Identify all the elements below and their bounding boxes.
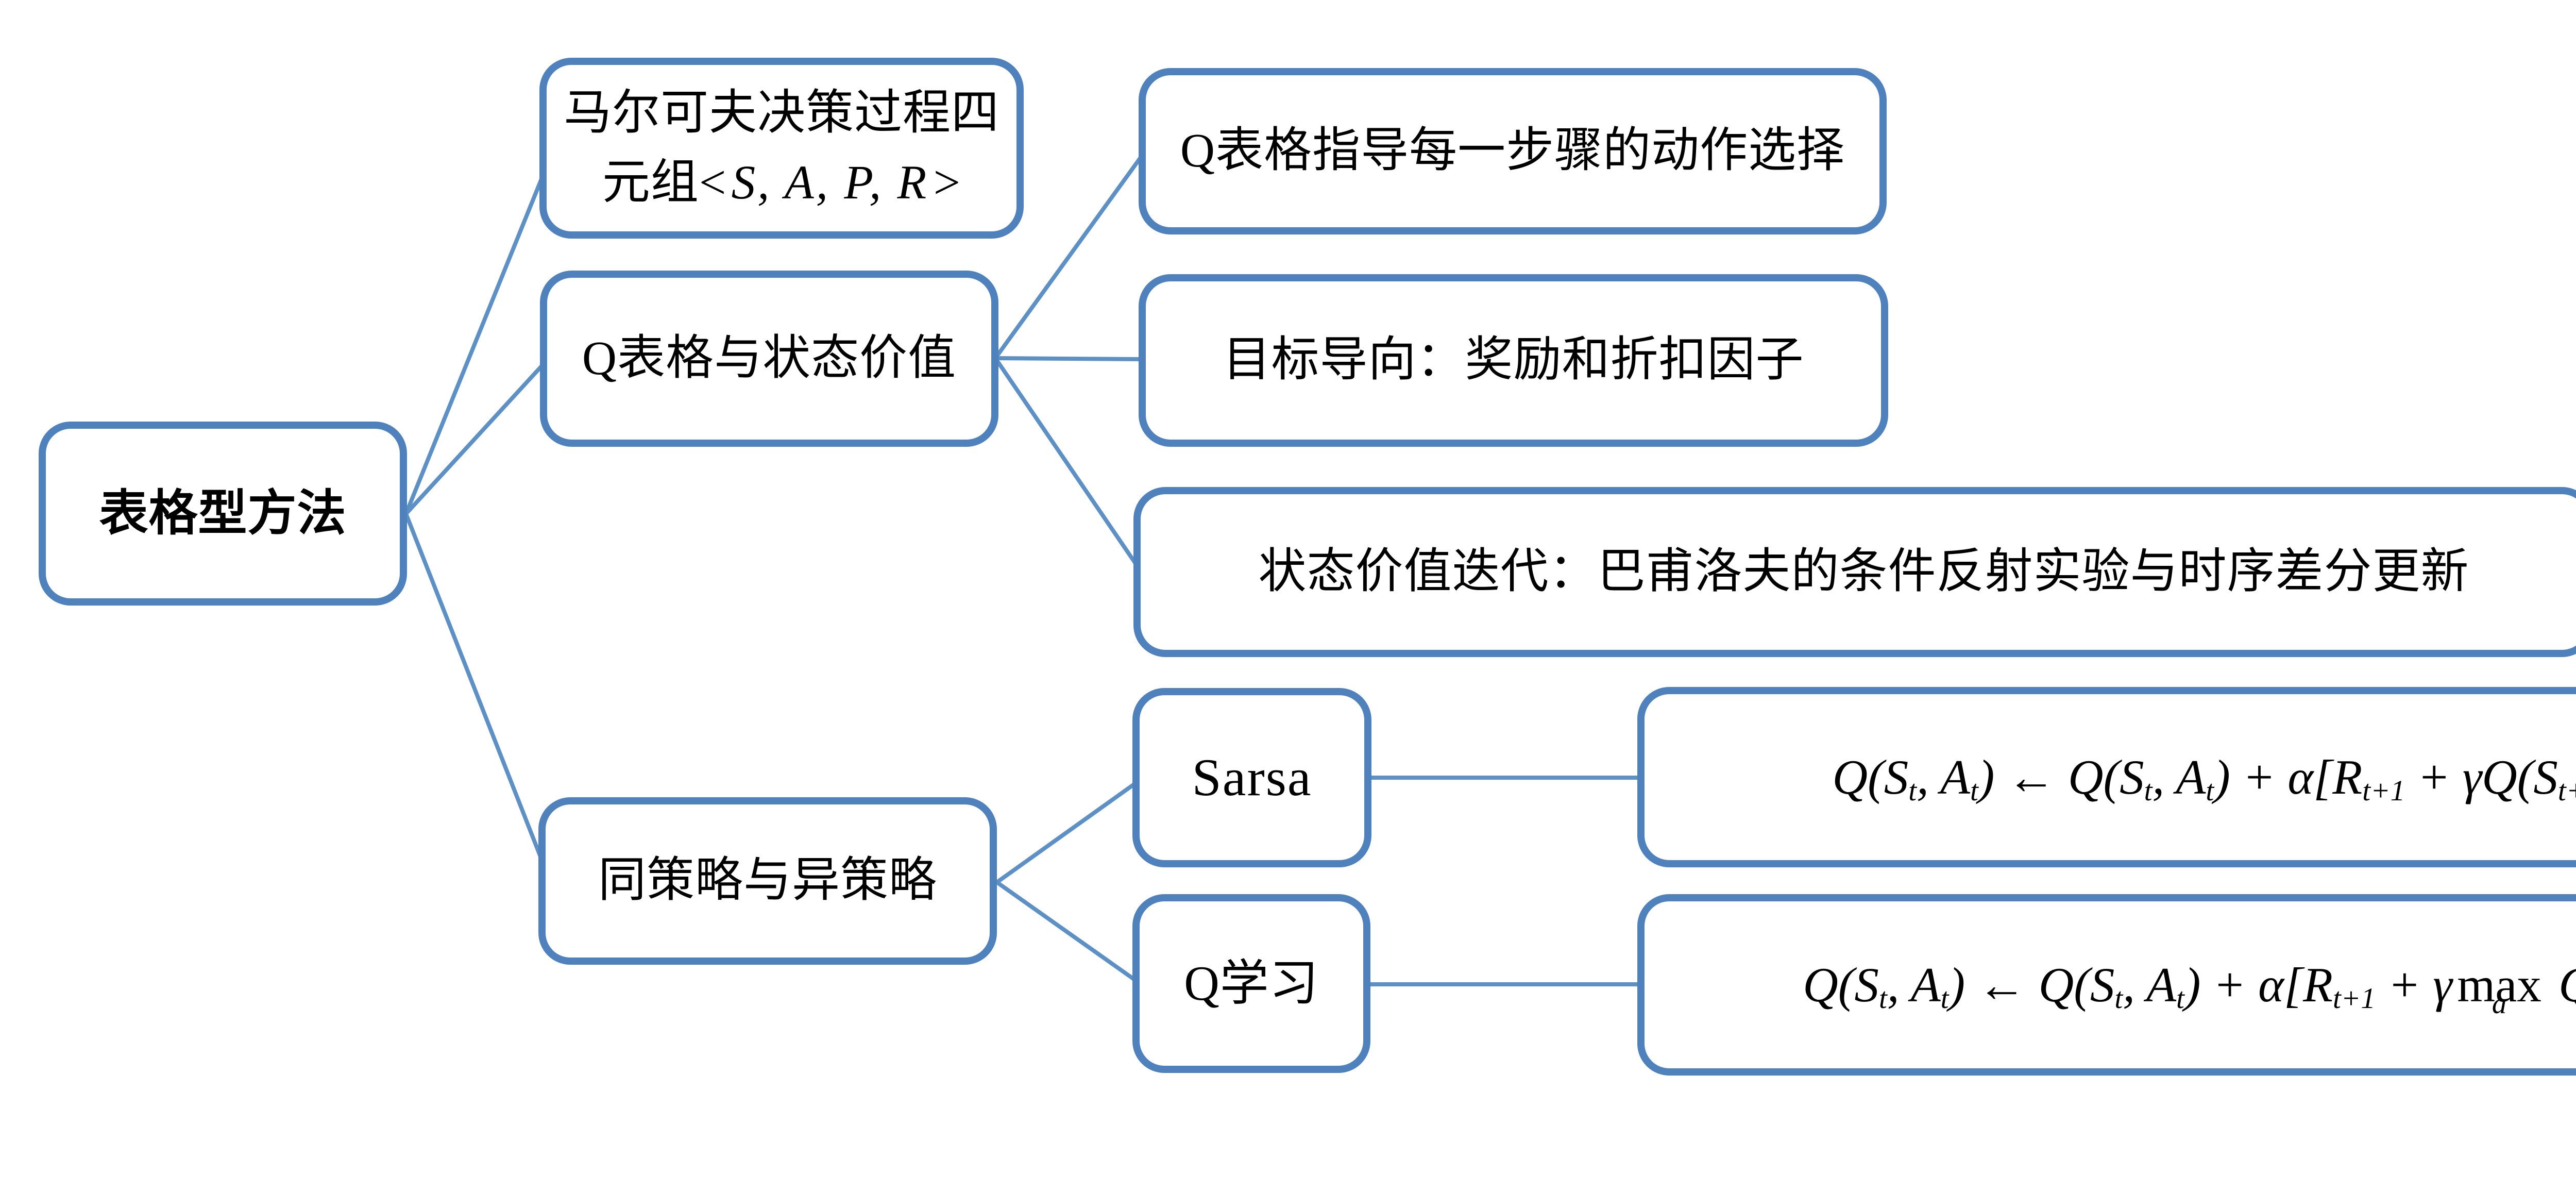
node-sarsa[interactable]: Sarsa xyxy=(1132,688,1371,867)
connector-root-mdp xyxy=(404,169,547,515)
sarsa-update-formula: Q(St, At) ← Q(St, At) + α[Rt+1 + γQ(St+1… xyxy=(1832,749,2576,808)
node-value-iteration-label: 状态价值迭代：巴甫洛夫的条件反射实验与时序差分更新 xyxy=(1258,545,2469,598)
connector-qtable-action xyxy=(993,153,1145,360)
node-goal-oriented-label: 目标导向：奖励和折扣因子 xyxy=(1223,333,1804,387)
node-mdp-tuple-line1: 马尔可夫决策过程四 xyxy=(564,86,999,140)
node-sarsa-update-formula[interactable]: Q(St, At) ← Q(St, At) + α[Rt+1 + γQ(St+1… xyxy=(1637,687,2576,867)
connector-policy-sarsa xyxy=(995,780,1139,884)
connector-root-policy xyxy=(404,513,546,867)
node-tabular-methods[interactable]: 表格型方法 xyxy=(39,422,407,606)
node-action-selection[interactable]: Q表格指导每一步骤的动作选择 xyxy=(1139,68,1887,234)
node-goal-oriented[interactable]: 目标导向：奖励和折扣因子 xyxy=(1139,274,1888,447)
node-sarsa-label: Sarsa xyxy=(1192,748,1312,807)
connector-qtable-valueiter xyxy=(993,357,1142,571)
node-tabular-methods-label: 表格型方法 xyxy=(99,485,347,541)
node-qlearning[interactable]: Q学习 xyxy=(1132,894,1370,1073)
node-action-selection-label: Q表格指导每一步骤的动作选择 xyxy=(1180,124,1845,178)
node-mdp-tuple[interactable]: 马尔可夫决策过程四 元组<S, A, P, R> xyxy=(539,58,1024,239)
connector-root-qtable xyxy=(404,361,547,515)
node-qtable-state-value-label: Q表格与状态价值 xyxy=(582,331,957,385)
node-on-off-policy[interactable]: 同策略与异策略 xyxy=(538,797,997,965)
mdp-tuple-variables: S, A, P, R xyxy=(731,156,929,209)
node-qtable-state-value[interactable]: Q表格与状态价值 xyxy=(540,271,998,447)
connector-policy-qlearning xyxy=(995,880,1139,984)
node-value-iteration[interactable]: 状态价值迭代：巴甫洛夫的条件反射实验与时序差分更新 xyxy=(1133,487,2576,657)
node-qlearning-label: Q学习 xyxy=(1184,955,1319,1011)
node-mdp-tuple-line2: 元组<S, A, P, R> xyxy=(602,156,961,209)
connector-qtable-goal xyxy=(995,356,1143,361)
node-on-off-policy-label: 同策略与异策略 xyxy=(598,854,937,908)
